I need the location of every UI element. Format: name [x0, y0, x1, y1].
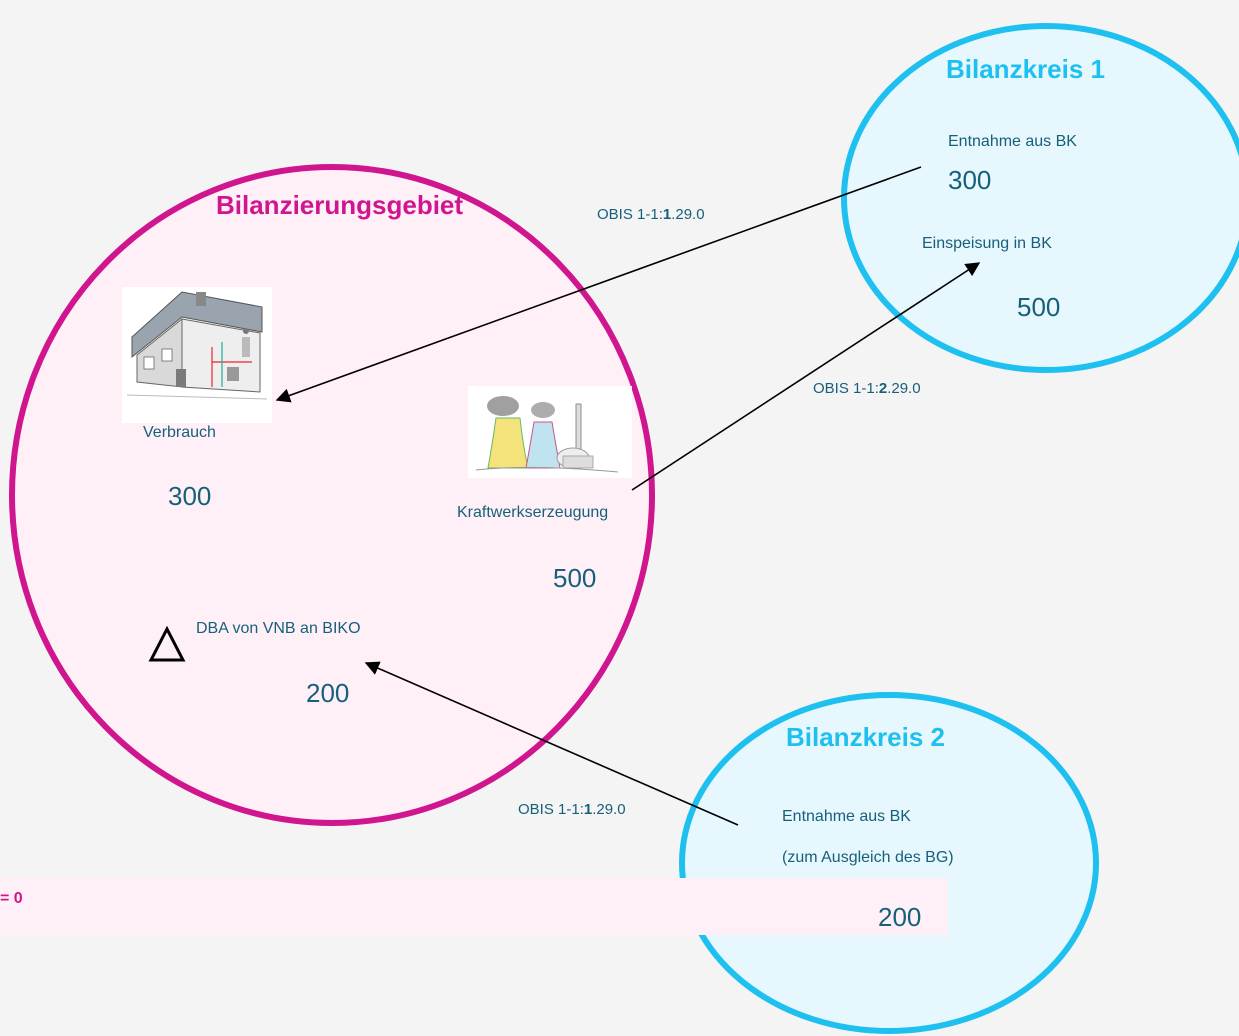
generation-label: Kraftwerkserzeugung	[457, 504, 609, 521]
dba-label: DBA von VNB an BIKO	[196, 620, 361, 637]
balance-group-2-title: Bilanzkreis 2	[786, 722, 945, 752]
obis-suffix: .29.0	[592, 801, 626, 818]
bk2-withdrawal-value: 200	[878, 902, 922, 932]
obis-code-bk2-withdrawal: OBIS 1-1:1.29.0	[518, 801, 626, 818]
bk1-injection-value: 500	[1017, 292, 1061, 322]
bk1-withdrawal-value: 300	[948, 165, 992, 195]
balancing-area-circle	[9, 164, 655, 826]
balancing-area-title: Bilanzierungsgebiet	[216, 190, 464, 220]
bk1-withdrawal-label: Entnahme aus BK	[948, 133, 1077, 150]
obis-code-bk1-withdrawal: OBIS 1-1:1.29.0	[597, 206, 705, 223]
power-plant-icon	[468, 386, 632, 478]
obis-channel: 1	[583, 801, 593, 818]
bk2-withdrawal-note: (zum Ausgleich des BG)	[782, 849, 954, 866]
delta-symbol	[148, 625, 186, 662]
obis-channel: 2	[878, 380, 888, 397]
dba-value: 200	[306, 678, 350, 708]
obis-suffix: .29.0	[887, 380, 921, 397]
balance-group-1-circle	[841, 23, 1239, 373]
consumption-value: 300	[168, 481, 212, 511]
generation-value: 500	[553, 563, 597, 593]
obis-prefix: OBIS 1-1:	[813, 380, 879, 397]
balance-equation-box	[0, 878, 948, 935]
balance-equation: = 0	[0, 890, 23, 907]
balance-group-1-title: Bilanzkreis 1	[946, 54, 1105, 84]
obis-prefix: OBIS 1-1:	[518, 801, 584, 818]
flow-arrow-bk1-to-consumption	[275, 166, 922, 403]
flow-arrow-bk2-to-dba	[364, 661, 739, 826]
obis-channel: 1	[662, 206, 672, 223]
flow-arrow-generation-to-bk1	[631, 262, 981, 491]
bk1-injection-label: Einspeisung in BK	[922, 235, 1052, 252]
obis-suffix: .29.0	[671, 206, 705, 223]
bk2-withdrawal-label: Entnahme aus BK	[782, 808, 911, 825]
balance-group-2-circle	[679, 692, 1099, 1034]
consumption-label: Verbrauch	[143, 424, 216, 441]
house-cutaway-icon	[122, 287, 272, 423]
obis-code-bk1-injection: OBIS 1-1:2.29.0	[813, 380, 921, 397]
obis-prefix: OBIS 1-1:	[597, 206, 663, 223]
